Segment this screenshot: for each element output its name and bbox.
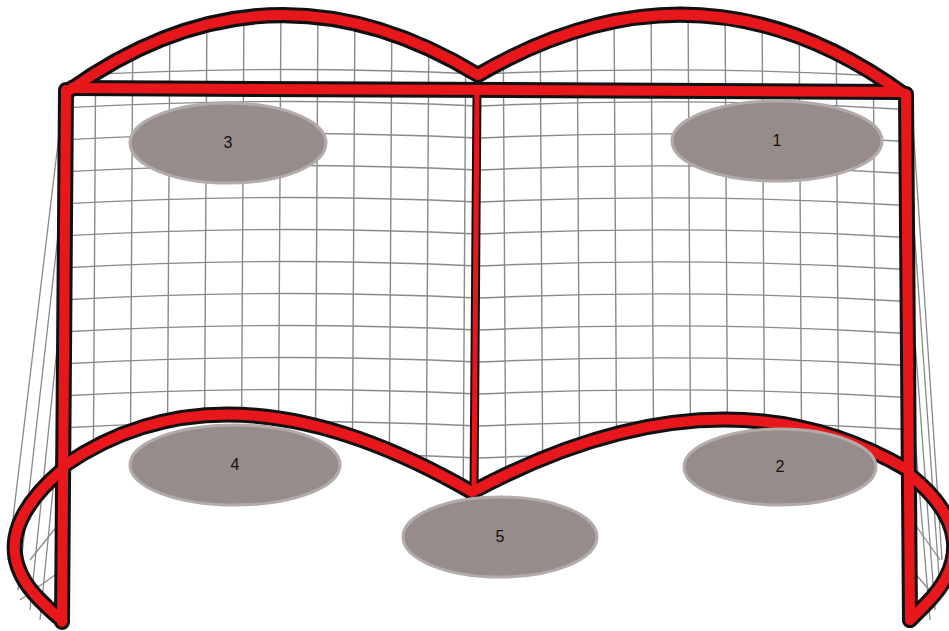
net-line — [60, 229, 915, 238]
net-line — [130, 0, 133, 520]
net-line — [60, 389, 915, 398]
goal-net — [60, 0, 915, 520]
net-line — [540, 0, 543, 520]
callout-number: 3 — [224, 133, 233, 152]
puck-spot: 5 — [401, 495, 599, 579]
net-line — [426, 0, 429, 520]
callout-number: 1 — [773, 131, 782, 150]
net-line — [688, 0, 691, 520]
callout-number: 5 — [496, 527, 505, 546]
net-line — [503, 0, 506, 520]
callout-number: 2 — [776, 457, 785, 476]
puck-spot: 1 — [670, 99, 884, 183]
puck-spot: 3 — [128, 101, 328, 185]
goal-frame — [15, 15, 949, 622]
net-line — [651, 0, 654, 520]
net-line — [463, 0, 466, 520]
net-line — [60, 293, 915, 302]
puck-spot: 2 — [682, 427, 878, 507]
net-line — [60, 357, 915, 366]
net-line — [60, 325, 915, 334]
net-line — [60, 197, 915, 206]
callout-number: 4 — [231, 455, 240, 474]
puck-spot: 4 — [128, 423, 342, 507]
net-line — [60, 261, 915, 270]
